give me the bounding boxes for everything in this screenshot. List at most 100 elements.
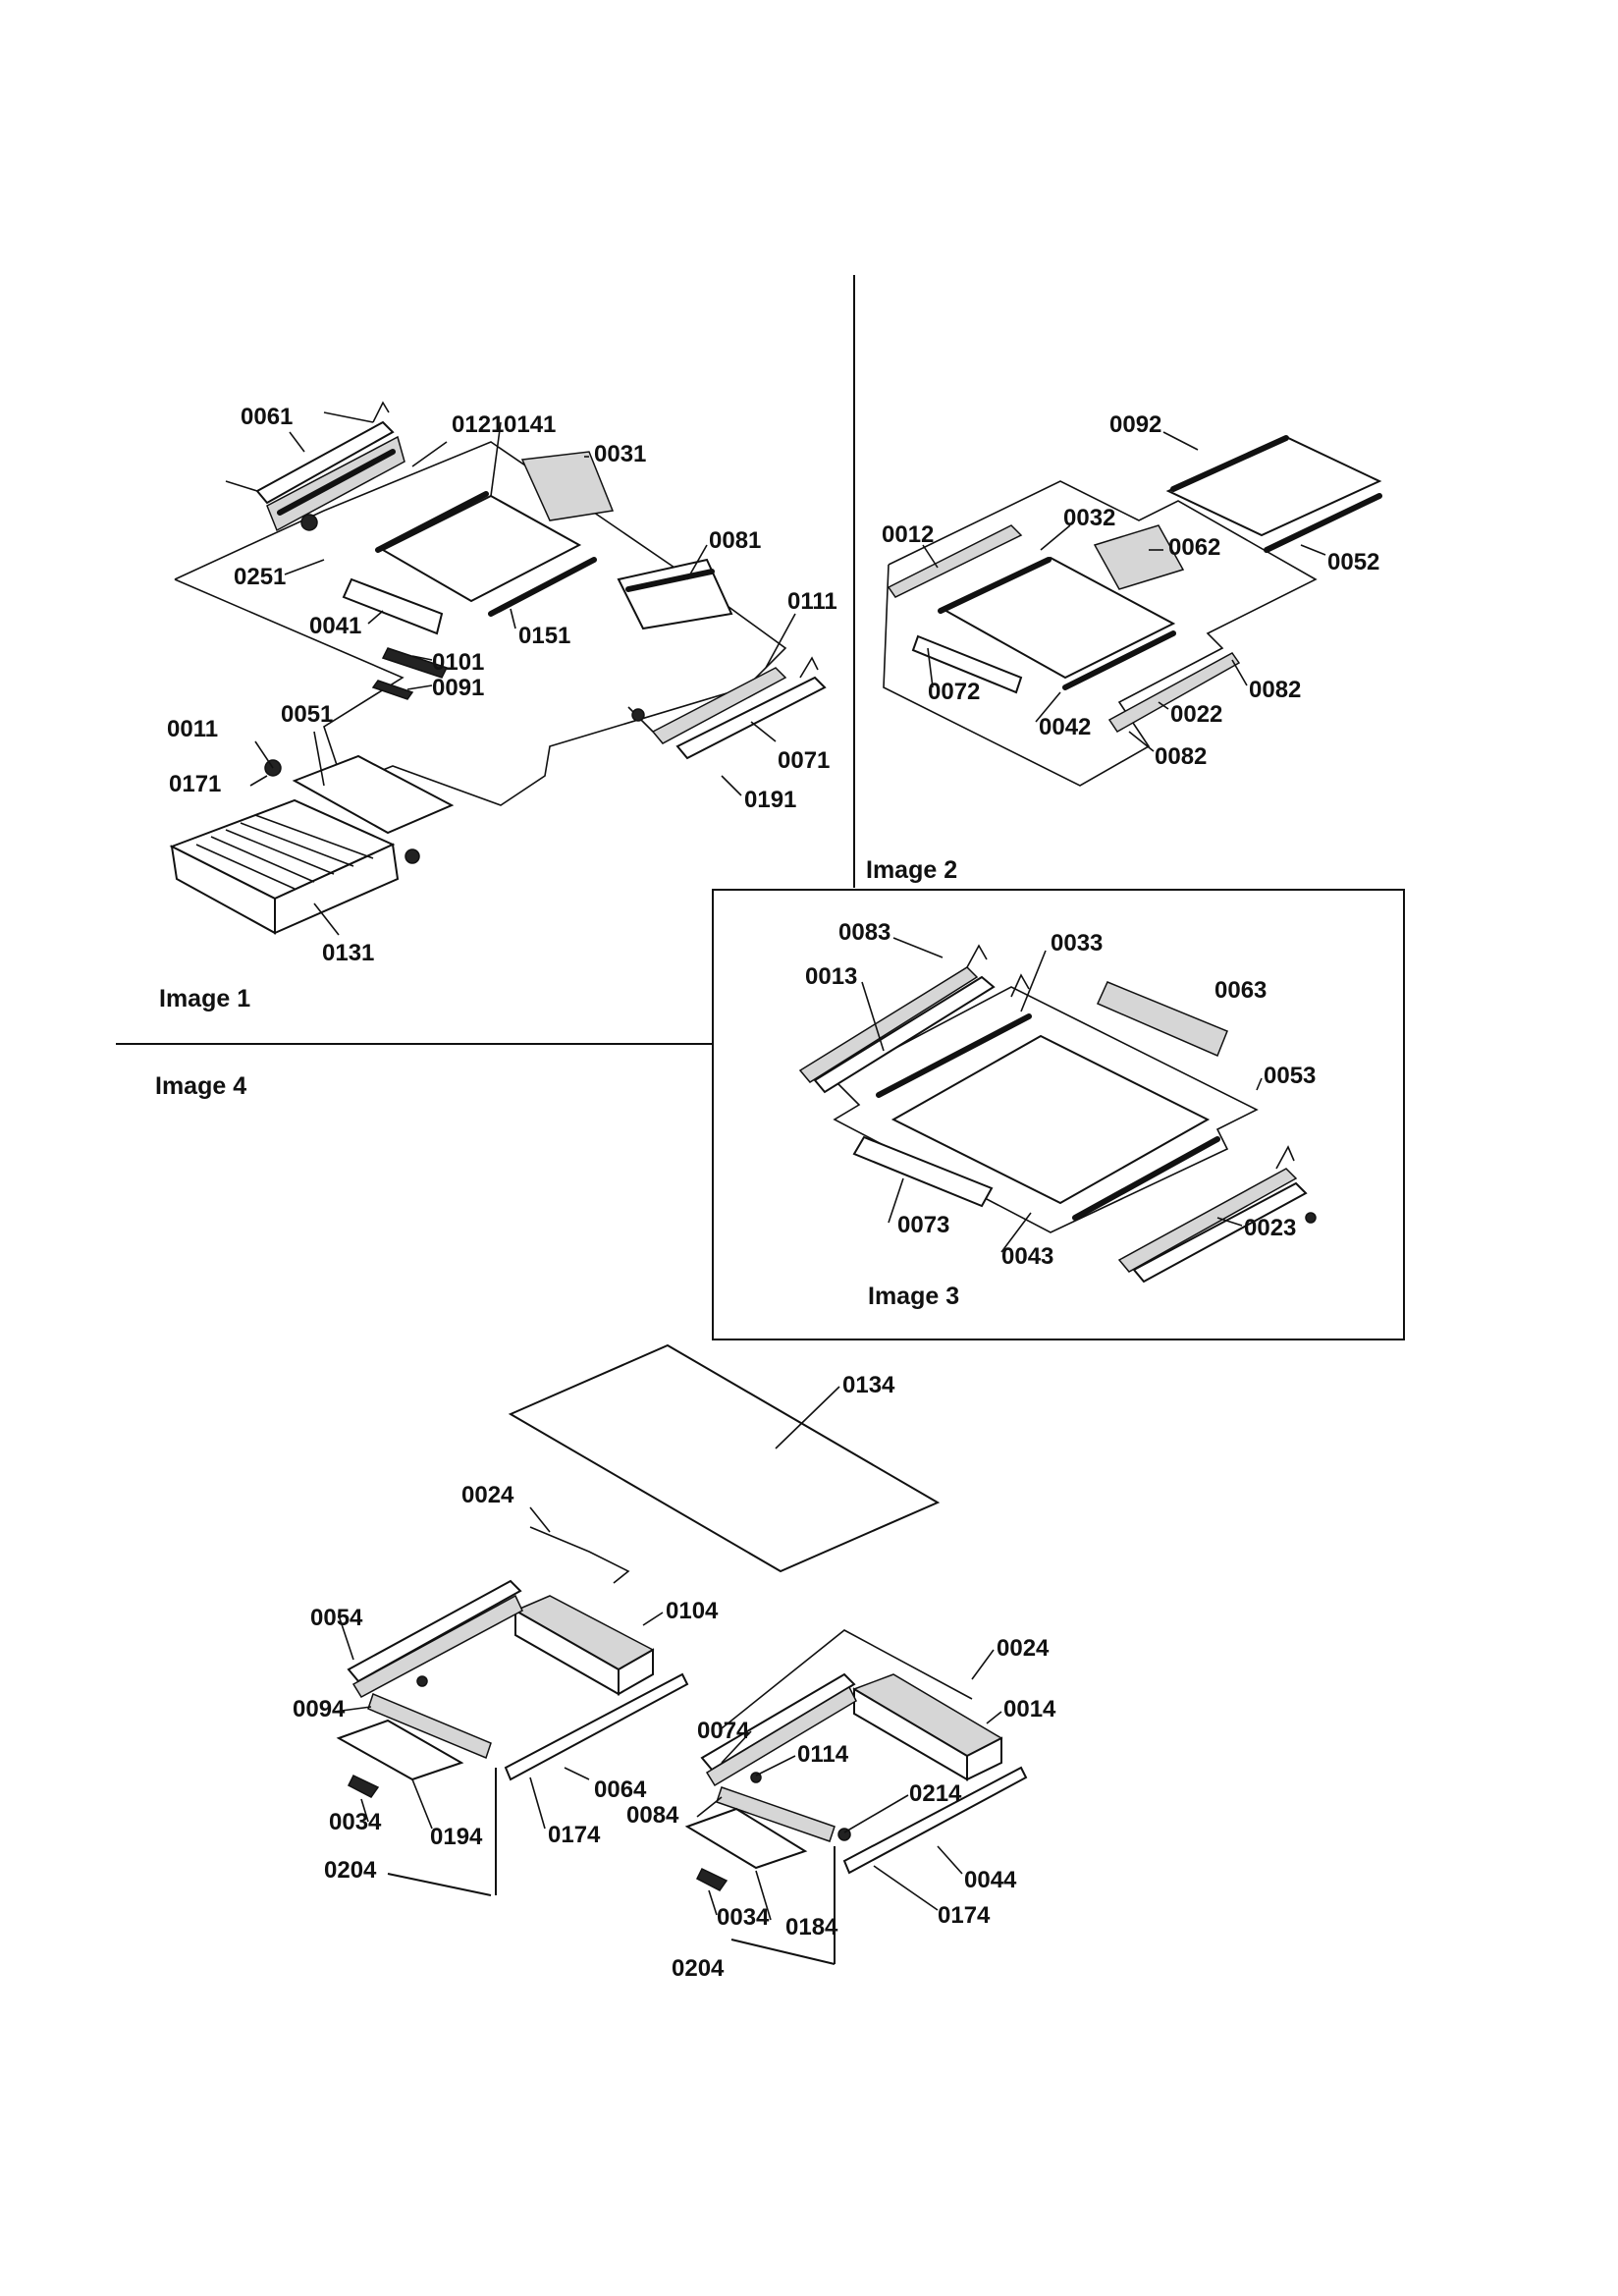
part-label: 0011 bbox=[167, 716, 218, 742]
image-1-outline bbox=[174, 441, 787, 806]
rail-0083 bbox=[798, 966, 979, 1083]
part-label: 0024 bbox=[997, 1635, 1050, 1662]
part-label: 0072 bbox=[928, 679, 980, 705]
part-label: 0051 bbox=[281, 701, 333, 728]
part-label: 0044 bbox=[964, 1867, 1017, 1893]
part-label: 0081 bbox=[709, 527, 761, 554]
part-label: 0121 bbox=[452, 411, 504, 438]
part-label: 0104 bbox=[666, 1598, 719, 1624]
image-3-drawing bbox=[798, 944, 1317, 1284]
rail-0061 bbox=[255, 420, 395, 505]
image-2-outline bbox=[883, 480, 1318, 787]
trim-0031 bbox=[520, 451, 615, 521]
part-label: 0151 bbox=[518, 623, 570, 649]
image-3-outline bbox=[833, 986, 1259, 1233]
shelf-0141 bbox=[380, 494, 582, 603]
part-label: 0031 bbox=[594, 441, 646, 467]
bracket-0094 bbox=[367, 1692, 492, 1760]
part-label: 0114 bbox=[797, 1741, 849, 1768]
rail-0053 bbox=[1132, 1181, 1308, 1284]
part-0041 bbox=[342, 577, 444, 635]
rail-0023 bbox=[1117, 1168, 1298, 1273]
part-label: 0071 bbox=[778, 747, 830, 774]
part-label: 0063 bbox=[1214, 977, 1267, 1004]
rail-0064 bbox=[504, 1672, 689, 1781]
rail-0022 bbox=[1107, 652, 1241, 733]
part-label: 0024 bbox=[461, 1482, 514, 1508]
part-label: 0013 bbox=[805, 963, 857, 990]
frame-0051 bbox=[292, 754, 455, 835]
part-label: 0023 bbox=[1244, 1215, 1296, 1241]
leader-lines-image-1 bbox=[249, 421, 796, 936]
part-label: 0082 bbox=[1155, 743, 1207, 770]
part-label: 0074 bbox=[697, 1718, 750, 1744]
image-1-drawing bbox=[169, 401, 827, 935]
part-0101 bbox=[381, 647, 449, 679]
part-label: 0043 bbox=[1001, 1243, 1053, 1270]
strip-0204-right bbox=[730, 1939, 836, 1965]
part-label: 0083 bbox=[838, 919, 890, 946]
part-label: 0204 bbox=[324, 1857, 377, 1884]
part-label: 0171 bbox=[169, 771, 221, 797]
part-label: 0061 bbox=[241, 404, 293, 430]
part-label: 0073 bbox=[897, 1212, 949, 1238]
part-label: 0251 bbox=[234, 564, 286, 590]
trim-0072 bbox=[911, 634, 1023, 694]
part-label: 0012 bbox=[882, 521, 934, 548]
trim-0081 bbox=[617, 558, 733, 630]
cover-0184 bbox=[684, 1807, 808, 1870]
part-label: 0194 bbox=[430, 1824, 483, 1850]
part-label: 0204 bbox=[672, 1955, 725, 1982]
part-label: 0094 bbox=[293, 1696, 346, 1722]
leader-lines-other bbox=[333, 431, 1326, 1921]
part-label: 0111 bbox=[787, 588, 837, 615]
image-3-frame bbox=[712, 889, 1405, 1340]
trim-0063 bbox=[1097, 981, 1228, 1057]
part-label: 0134 bbox=[842, 1372, 895, 1398]
part-label: 0191 bbox=[744, 787, 796, 813]
part-label: 0034 bbox=[329, 1809, 382, 1835]
trim-0073 bbox=[852, 1135, 994, 1208]
part-label: 0141 bbox=[504, 411, 556, 438]
section-label-image-1: Image 1 bbox=[159, 985, 250, 1012]
rail-0071 bbox=[675, 676, 827, 760]
image-2-drawing bbox=[883, 435, 1382, 787]
part-label: 0062 bbox=[1168, 534, 1220, 561]
part-label: 0054 bbox=[310, 1605, 363, 1631]
shelf-0033 bbox=[890, 1034, 1211, 1205]
part-label: 0091 bbox=[432, 675, 484, 701]
part-0091 bbox=[371, 680, 414, 700]
cover-0194 bbox=[336, 1719, 464, 1781]
part-label: 0032 bbox=[1063, 505, 1115, 531]
rail-0074 bbox=[700, 1672, 856, 1772]
trim-0062 bbox=[1093, 524, 1185, 590]
section-label-image-4: Image 4 bbox=[155, 1072, 246, 1100]
shelf-0092 bbox=[1165, 435, 1382, 537]
part-label: 0034 bbox=[717, 1904, 770, 1931]
part-label: 0052 bbox=[1327, 549, 1379, 575]
part-label: 0101 bbox=[432, 649, 484, 676]
section-label-image-2: Image 2 bbox=[866, 856, 957, 884]
rail-0012 bbox=[887, 524, 1023, 598]
strip-0204-left bbox=[387, 1873, 492, 1896]
rail-0054 bbox=[347, 1579, 522, 1683]
part-label: 0174 bbox=[938, 1902, 991, 1929]
rail-0013 bbox=[813, 975, 996, 1094]
clip-0034-right bbox=[695, 1868, 728, 1891]
part-label: 0131 bbox=[322, 940, 374, 966]
clip-0034 bbox=[347, 1775, 380, 1798]
rail-0044 bbox=[842, 1766, 1028, 1875]
section-label-image-3: Image 3 bbox=[868, 1283, 959, 1310]
part-label: 0022 bbox=[1170, 701, 1222, 728]
part-label: 0214 bbox=[909, 1780, 962, 1807]
rail-0111 bbox=[651, 667, 787, 744]
part-label: 0014 bbox=[1003, 1696, 1056, 1722]
part-label: 0084 bbox=[626, 1802, 679, 1829]
part-label: 0174 bbox=[548, 1822, 601, 1848]
part-label: 0053 bbox=[1264, 1063, 1316, 1089]
part-label: 0064 bbox=[594, 1777, 647, 1803]
glass-0134 bbox=[508, 1343, 941, 1573]
part-label: 0184 bbox=[785, 1914, 838, 1941]
part-label: 0033 bbox=[1051, 930, 1103, 957]
